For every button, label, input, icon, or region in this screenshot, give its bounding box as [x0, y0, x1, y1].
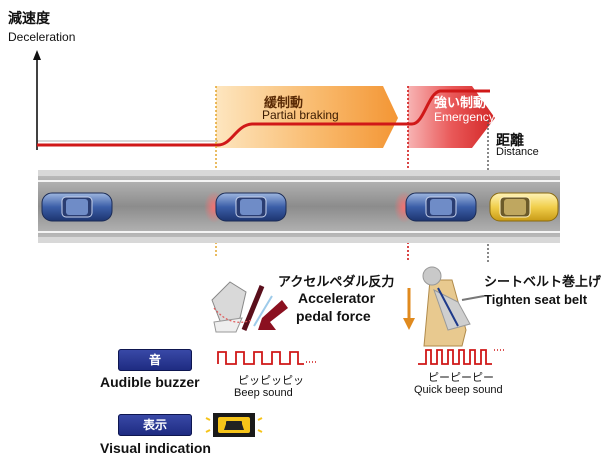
- y-axis-label-en: Deceleration: [8, 30, 76, 44]
- x-axis-label-jp: 距離: [496, 133, 524, 149]
- car-blue-1: [41, 192, 113, 222]
- deceleration-curve: [37, 89, 490, 147]
- buzzer-label: Audible buzzer: [100, 374, 200, 390]
- beep-label-en: Beep sound: [234, 387, 293, 399]
- force-arrow-icon: [258, 300, 288, 330]
- accelerator-pedal-illustration: [211, 281, 273, 333]
- road: [38, 176, 560, 237]
- car-blue-3: [405, 192, 477, 222]
- partial-braking-zone: [216, 86, 398, 148]
- accelerator-label-en-2: pedal force: [296, 308, 371, 324]
- partial-braking-label-en: Partial braking: [262, 108, 339, 122]
- visual-label: Visual indication: [100, 440, 211, 456]
- beep-waveform: [217, 351, 304, 365]
- car-yellow-lead: [489, 192, 559, 222]
- y-axis-label-jp: 減速度: [8, 11, 50, 27]
- visual-indicator-lamp-icon: [205, 413, 263, 437]
- accelerator-label-en-1: Accelerator: [298, 290, 376, 306]
- accelerator-label-jp: アクセルペダル反力: [278, 275, 395, 290]
- seatbelt-label-jp: シートベルト巻上げ: [484, 275, 602, 290]
- x-axis-label-en: Distance: [496, 146, 539, 158]
- emergency-braking-label-jp: 強い制動: [434, 96, 487, 111]
- quick-beep-label-jp: ピーピーピー: [428, 371, 494, 384]
- seatbelt-illustration: [422, 266, 485, 347]
- visual-badge: 表示: [118, 414, 192, 436]
- partial-braking-label-jp: 緩制動: [264, 96, 304, 111]
- beep-label-jp: ピッピッピッ: [238, 374, 304, 387]
- quick-beep-label-en: Quick beep sound: [414, 384, 503, 396]
- car-blue-2: [215, 192, 287, 222]
- seatbelt-arrow-icon: [403, 288, 415, 330]
- seatbelt-label-en: Tighten seat belt: [484, 292, 588, 307]
- emergency-braking-label-en: Emergency braking: [434, 110, 538, 124]
- y-axis-arrow-icon: [33, 50, 41, 60]
- quick-beep-waveform: [418, 349, 492, 365]
- buzzer-badge: 音: [118, 349, 192, 371]
